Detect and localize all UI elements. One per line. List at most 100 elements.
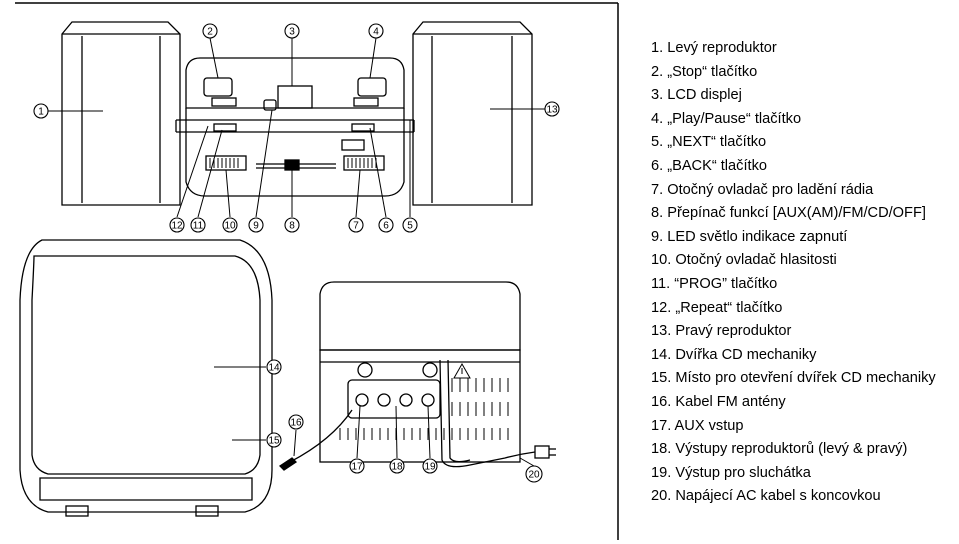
legend-item: 6. „BACK“ tlačítko <box>651 155 936 179</box>
svg-text:3: 3 <box>289 27 295 38</box>
svg-text:2: 2 <box>207 27 213 38</box>
legend-number: 8. <box>651 205 664 222</box>
svg-text:1: 1 <box>38 107 44 118</box>
legend-text: LCD displej <box>667 87 742 104</box>
cd-top-view <box>19 239 273 517</box>
legend-text: Výstup pro sluchátka <box>675 464 811 481</box>
legend-number: 3. <box>651 87 664 104</box>
legend-text: Přepínač funkcí [AUX(AM)/FM/CD/OFF] <box>667 205 926 222</box>
legend-number: 12. <box>651 299 672 316</box>
legend-item: 17. AUX vstup <box>651 415 936 439</box>
legend-item: 1. Levý reproduktor <box>651 37 936 61</box>
svg-text:6: 6 <box>383 221 389 232</box>
legend-text: Otočný ovladač hlasitosti <box>675 252 837 269</box>
legend-number: 7. <box>651 181 664 198</box>
legend-text: Výstupy reproduktorů (levý & pravý) <box>675 441 908 458</box>
parts-legend: 1. Levý reproduktor 2. „Stop“ tlačítko 3… <box>651 37 936 509</box>
callout-2: 2 <box>202 23 218 39</box>
legend-number: 13. <box>651 323 672 340</box>
legend-number: 18. <box>651 441 672 458</box>
legend-item: 13. Pravý reproduktor <box>651 320 936 344</box>
legend-text: “PROG” tlačítko <box>674 275 778 292</box>
svg-text:17: 17 <box>351 462 363 473</box>
right-speaker <box>412 21 533 206</box>
svg-text:9: 9 <box>253 221 259 232</box>
legend-number: 1. <box>651 40 664 56</box>
device-diagram: 1 2 3 4 5 6 7 8 9 10 11 12 <box>15 2 619 540</box>
legend-number: 6. <box>651 157 664 174</box>
legend-text: Pravý reproduktor <box>675 323 792 340</box>
svg-text:4: 4 <box>373 27 379 38</box>
legend-item: 14. Dvířka CD mechaniky <box>651 344 936 368</box>
callout-11: 11 <box>190 217 206 233</box>
svg-text:15: 15 <box>268 436 280 447</box>
legend-text: „Repeat“ tlačítko <box>675 299 783 316</box>
legend-item: 11. “PROG” tlačítko <box>651 273 936 297</box>
callout-17: 17 <box>349 458 365 474</box>
legend-text: AUX vstup <box>674 417 744 434</box>
svg-text:7: 7 <box>353 221 359 232</box>
main-unit-front <box>175 57 415 197</box>
svg-text:8: 8 <box>289 221 295 232</box>
warning-triangle-icon <box>453 362 471 379</box>
legend-number: 10. <box>651 252 672 269</box>
legend-number: 20. <box>651 488 672 505</box>
legend-item: 4. „Play/Pause“ tlačítko <box>651 108 936 132</box>
legend-text: „Play/Pause“ tlačítko <box>667 110 802 127</box>
legend-number: 16. <box>651 393 672 410</box>
svg-text:14: 14 <box>268 363 280 374</box>
svg-text:13: 13 <box>546 105 558 116</box>
callout-7: 7 <box>348 217 364 233</box>
callout-13: 13 <box>544 101 560 117</box>
legend-number: 11. <box>651 275 671 292</box>
legend-text: Levý reproduktor <box>667 40 777 56</box>
legend-item: 7. Otočný ovladač pro ladění rádia <box>651 179 936 203</box>
legend-text: „Stop“ tlačítko <box>667 63 758 80</box>
legend-item: 5. „NEXT“ tlačítko <box>651 131 936 155</box>
legend-item: 3. LCD displej <box>651 84 936 108</box>
legend-number: 17. <box>651 417 672 434</box>
legend-item: 15. Místo pro otevření dvířek CD mechani… <box>651 367 936 391</box>
svg-text:19: 19 <box>424 462 436 473</box>
legend-item: 12. „Repeat“ tlačítko <box>651 297 936 321</box>
legend-text: Kabel FM antény <box>675 393 786 410</box>
svg-text:18: 18 <box>391 462 403 473</box>
legend-number: 5. <box>651 134 664 151</box>
legend-item: 2. „Stop“ tlačítko <box>651 61 936 85</box>
legend-text: LED světlo indikace zapnutí <box>667 228 848 245</box>
legend-number: 9. <box>651 228 664 245</box>
callout-14: 14 <box>266 359 282 375</box>
legend-number: 4. <box>651 110 664 127</box>
callout-10: 10 <box>222 217 238 233</box>
svg-text:11: 11 <box>193 221 204 232</box>
callout-1: 1 <box>33 103 49 119</box>
callout-4: 4 <box>368 23 384 39</box>
callout-5: 5 <box>402 217 418 233</box>
legend-text: Otočný ovladač pro ladění rádia <box>667 181 874 198</box>
legend-item: 19. Výstup pro sluchátka <box>651 462 936 486</box>
callout-9: 9 <box>248 217 264 233</box>
legend-text: „NEXT“ tlačítko <box>667 134 767 151</box>
legend-number: 2. <box>651 63 664 80</box>
rear-view <box>319 281 521 463</box>
legend-item: 9. LED světlo indikace zapnutí <box>651 226 936 250</box>
legend-number: 19. <box>651 464 672 481</box>
svg-text:5: 5 <box>407 221 413 232</box>
legend-item: 20. Napájecí AC kabel s koncovkou <box>651 485 936 509</box>
cables <box>278 359 556 471</box>
legend-item: 16. Kabel FM antény <box>651 391 936 415</box>
legend-item: 8. Přepínač funkcí [AUX(AM)/FM/CD/OFF] <box>651 202 936 226</box>
callout-8: 8 <box>284 217 300 233</box>
legend-item: 10. Otočný ovladač hlasitosti <box>651 249 936 273</box>
legend-text: „BACK“ tlačítko <box>667 157 767 174</box>
legend-text: Dvířka CD mechaniky <box>675 346 817 363</box>
svg-text:12: 12 <box>171 221 183 232</box>
callout-20: 20 <box>525 465 543 483</box>
left-speaker <box>61 21 181 206</box>
callout-15: 15 <box>266 432 282 448</box>
callout-6: 6 <box>378 217 394 233</box>
leader-lines <box>48 37 545 467</box>
legend-number: 14. <box>651 346 672 363</box>
legend-text: Místo pro otevření dvířek CD mechaniky <box>675 370 936 387</box>
callout-16: 16 <box>288 414 304 430</box>
